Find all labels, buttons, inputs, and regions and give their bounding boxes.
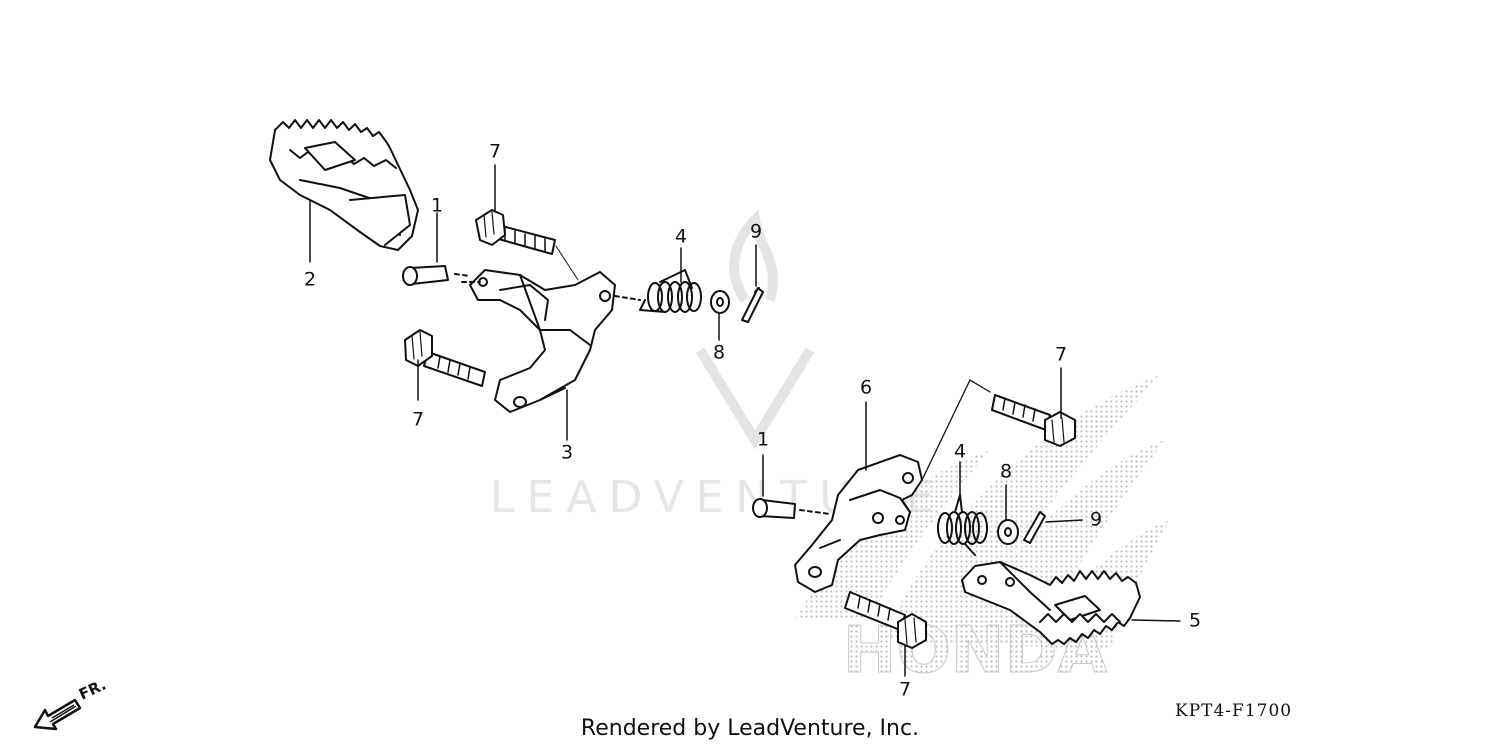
callout-8-right: 8	[999, 460, 1013, 483]
callout-1-left: 1	[430, 194, 444, 217]
washer-right-part-8	[997, 519, 1019, 545]
callout-7-left-upper: 7	[488, 140, 502, 163]
callout-3: 3	[560, 441, 574, 464]
bolt-left-upper-part-7	[475, 209, 579, 281]
diagram-reference-code: KPT4-F1700	[1175, 701, 1293, 721]
footpeg-right-part-5	[961, 561, 1141, 645]
front-arrow-icon: FR.	[33, 676, 109, 731]
footpeg-left-part-2	[269, 119, 419, 251]
callout-7-right-lower: 7	[898, 678, 912, 701]
render-credit: Rendered by LeadVenture, Inc.	[580, 716, 920, 741]
callout-1-right: 1	[756, 428, 770, 451]
front-direction-indicator: FR.	[30, 672, 130, 737]
bolt-right-upper-part-7	[991, 394, 1076, 447]
pin-left-part-1	[402, 265, 471, 286]
front-direction-label: FR.	[76, 676, 109, 704]
leadventure-logo-watermark	[695, 209, 815, 450]
callout-8-left: 8	[712, 341, 726, 364]
svg-text:HONDA: HONDA	[843, 614, 1108, 688]
pin-right-part-1	[752, 498, 831, 519]
callout-5: 5	[1188, 609, 1202, 632]
leader-lines-left	[309, 164, 757, 441]
callout-6: 6	[859, 376, 873, 399]
callout-9-left: 9	[749, 220, 763, 243]
bolt-right-lower-part-7	[844, 591, 927, 649]
spring-left-part-4	[639, 269, 702, 313]
bolt-left-lower-part-7	[404, 329, 486, 387]
callout-4-right: 4	[953, 440, 967, 463]
callout-2: 2	[303, 268, 317, 291]
bracket-left-part-3	[461, 269, 641, 413]
honda-logo-watermark: HONDA	[842, 614, 1108, 689]
callout-9-right: 9	[1089, 508, 1103, 531]
cotter-pin-left-part-9	[741, 287, 764, 323]
callout-4-left: 4	[674, 225, 688, 248]
bracket-right-part-6	[794, 379, 991, 593]
callout-7-right-upper: 7	[1054, 343, 1068, 366]
washer-left-part-8	[710, 290, 730, 314]
cotter-pin-right-part-9	[1023, 511, 1046, 544]
leader-lines-right	[762, 367, 1181, 677]
callout-7-left-lower: 7	[411, 408, 425, 431]
